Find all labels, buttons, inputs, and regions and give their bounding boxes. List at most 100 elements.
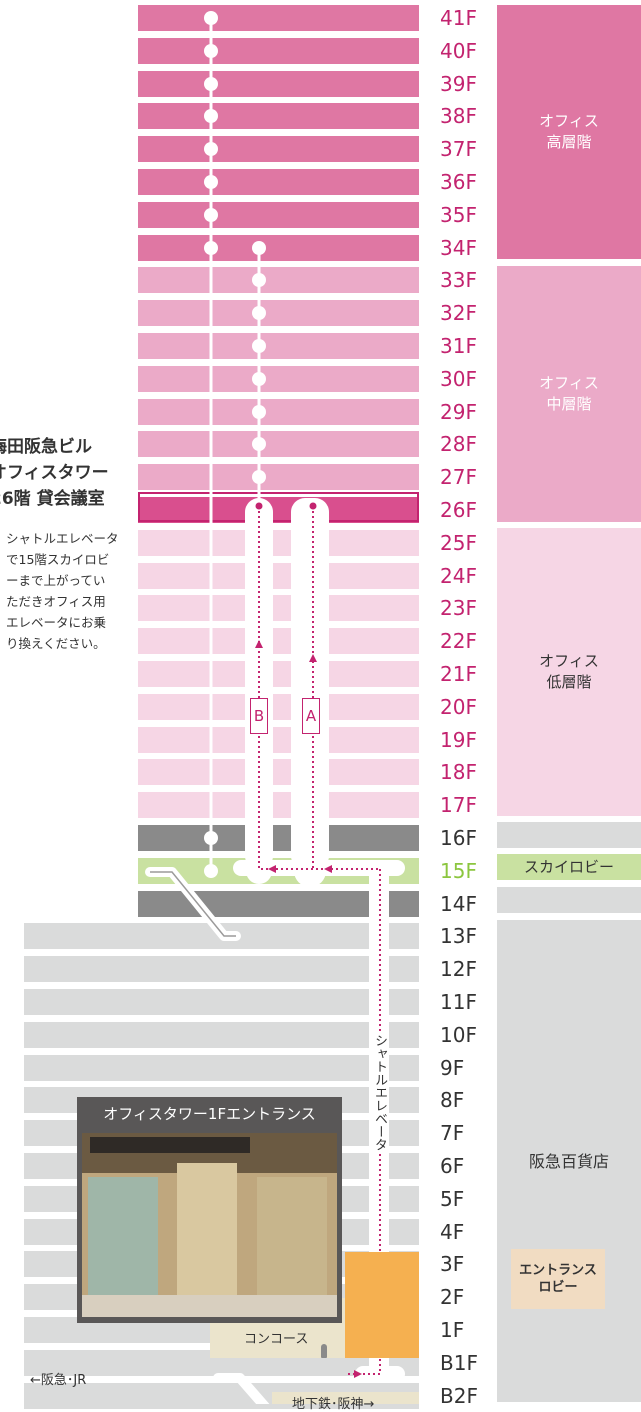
high-stop <box>204 77 218 91</box>
floor-label: 25F <box>440 531 477 555</box>
elevator-b-label: B <box>250 698 268 734</box>
floor-bar <box>138 267 419 293</box>
floor-label: 30F <box>440 367 477 391</box>
floor-bar <box>138 792 419 818</box>
floor-label: 12F <box>440 957 477 981</box>
floor-bar <box>138 38 419 64</box>
floor-label: 13F <box>440 924 477 948</box>
floor-bar <box>138 235 419 261</box>
floor-label: 24F <box>440 564 477 588</box>
meeting-room-title: 梅田阪急ビル オフィスタワー 26階 貸会議室 <box>0 434 135 512</box>
mid-elevator-stops <box>252 241 266 517</box>
floor-bar <box>138 300 419 326</box>
low-stop-a <box>294 560 326 592</box>
photo-pillar <box>177 1163 237 1317</box>
person-icon <box>321 1344 327 1358</box>
high-stop <box>204 208 218 222</box>
meeting-room-title-text: 梅田阪急ビル オフィスタワー 26階 貸会議室 <box>0 437 109 509</box>
floor-label: 27F <box>440 465 477 489</box>
high-stop <box>204 864 218 878</box>
floor-label: B1F <box>440 1351 478 1375</box>
floor-label: 10F <box>440 1023 477 1047</box>
route-b-dot <box>255 502 263 510</box>
floor-bar <box>138 661 419 687</box>
floor-label: 5F <box>440 1187 465 1211</box>
floor-bar <box>138 563 419 589</box>
subway-label-box <box>272 1392 419 1404</box>
escalator-lower <box>213 1373 270 1404</box>
mid-stop <box>252 372 266 386</box>
floor-label: 32F <box>440 301 477 325</box>
arrow-left-2 <box>324 865 332 873</box>
low-stop-a <box>294 756 326 788</box>
floor-label: 29F <box>440 400 477 424</box>
zone-grey-14 <box>497 887 641 913</box>
escalator-upper <box>145 867 241 941</box>
floor-label: 34F <box>440 236 477 260</box>
high-stop <box>204 109 218 123</box>
route-to-b <box>258 506 380 870</box>
floor-label: 33F <box>440 268 477 292</box>
concourse-label: コンコース <box>244 1332 309 1347</box>
zone-sky-lobby: スカイロビー <box>497 854 641 880</box>
route-a-dot <box>309 502 317 510</box>
floor-bar <box>138 497 419 523</box>
floor-bar <box>138 5 419 31</box>
shuttle-elevator-label: シャトルエレベータ <box>371 1034 387 1151</box>
floor-bar <box>24 1055 419 1081</box>
low-stop-a <box>294 789 326 821</box>
floor-bar <box>138 825 419 851</box>
zone-office-mid: オフィス 中層階 <box>497 266 641 522</box>
floor-label: 35F <box>440 203 477 227</box>
arrow-a-up <box>309 654 317 662</box>
entrance-orange-area <box>345 1252 419 1358</box>
high-elevator-stops <box>204 11 218 878</box>
floor-label: 14F <box>440 892 477 916</box>
floor-bar <box>138 333 419 359</box>
high-stop <box>204 44 218 58</box>
floor-label: 18F <box>440 760 477 784</box>
floor-label: 2F <box>440 1285 465 1309</box>
floor-bar <box>138 727 419 753</box>
floor-label: 21F <box>440 662 477 686</box>
high-stop <box>204 175 218 189</box>
arrow-entry <box>354 1370 362 1378</box>
high-stop <box>204 241 218 255</box>
photo-window-right <box>257 1177 327 1303</box>
mid-stop <box>252 470 266 484</box>
route-shuttle <box>346 869 381 1375</box>
floor-label: 39F <box>440 72 477 96</box>
floor-label: 41F <box>440 6 477 30</box>
arrow-left-1 <box>268 865 276 873</box>
floor-label: 17F <box>440 793 477 817</box>
floor-label: 22F <box>440 629 477 653</box>
low-stop-a <box>294 658 326 690</box>
floor-label: 23F <box>440 596 477 620</box>
low-stop-b <box>246 661 272 687</box>
high-stop <box>204 142 218 156</box>
mid-stop <box>252 306 266 320</box>
mid-stop <box>252 437 266 451</box>
floor-label: 37F <box>440 137 477 161</box>
photo-sign <box>90 1137 250 1153</box>
entrance-photo-title: オフィスタワー1Fエントランス <box>103 1105 316 1123</box>
mid-stop <box>252 405 266 419</box>
high-stop <box>204 831 218 845</box>
low-stop-a <box>294 527 326 559</box>
floor-bar <box>138 136 419 162</box>
floor-bar <box>138 399 419 425</box>
floor-label: 1F <box>440 1318 465 1342</box>
mid-stop <box>252 241 266 255</box>
floor-bar <box>138 595 419 621</box>
floor-bar <box>138 464 419 490</box>
subway-label: 地下鉄･阪神→ <box>292 1397 375 1412</box>
floor-bar <box>138 431 419 457</box>
photo-window-left <box>88 1177 158 1297</box>
floor-label: 6F <box>440 1154 465 1178</box>
floor-label: 3F <box>440 1252 465 1276</box>
floor-bar <box>138 202 419 228</box>
zone-department-store: 阪急百貨店 <box>497 920 641 1402</box>
zone-office-low: オフィス 低層階 <box>497 528 641 816</box>
floor-bar <box>138 103 419 129</box>
